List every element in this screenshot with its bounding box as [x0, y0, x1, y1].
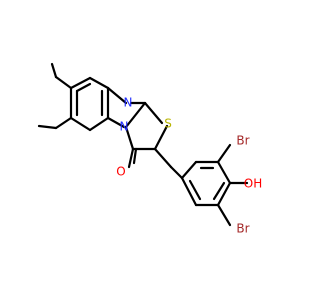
bond: [180, 176, 198, 207]
hydroxyl-label: OH: [244, 177, 262, 191]
bond: [216, 160, 232, 185]
bond: [88, 116, 110, 132]
benzene-ring: [69, 76, 110, 132]
bond: [106, 86, 128, 105]
bond: [216, 203, 232, 227]
bond: [88, 76, 110, 90]
bond: [169, 165, 184, 180]
bromine-label-top: Br: [236, 134, 249, 148]
molecule-canvas: N N S O Br OH Br: [37, 62, 263, 236]
bond: [37, 124, 58, 130]
phenol-ring: [180, 160, 232, 207]
bond: [132, 147, 138, 165]
oxygen-label: O: [116, 165, 125, 179]
bond: [124, 125, 135, 151]
bond: [124, 101, 147, 129]
nitrogen-label-top: N: [124, 96, 133, 110]
bond: [69, 116, 92, 132]
bond: [216, 143, 232, 164]
bond: [50, 62, 58, 79]
bond: [54, 116, 73, 130]
bond: [127, 147, 135, 169]
bond: [54, 75, 73, 90]
bromine-label-bottom: Br: [236, 222, 249, 236]
bond: [153, 124, 169, 151]
bond: [106, 116, 126, 129]
molecule-structure: N N S O Br OH Br: [37, 62, 262, 236]
bond: [188, 179, 202, 201]
bond: [212, 181, 226, 201]
sulfur-label: S: [164, 117, 172, 131]
fused-core: [106, 86, 184, 180]
bond: [180, 160, 198, 180]
ring-substituents: [216, 143, 249, 227]
bond: [69, 76, 92, 90]
bond: [153, 147, 173, 169]
nitrogen-label-bottom: N: [120, 120, 129, 134]
bond: [216, 181, 232, 207]
bond: [143, 101, 164, 125]
methyl-groups: [37, 62, 73, 130]
bond: [75, 82, 92, 93]
